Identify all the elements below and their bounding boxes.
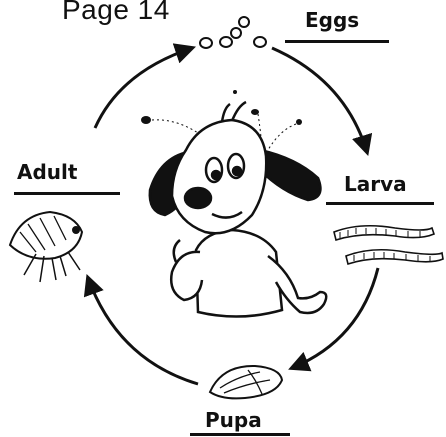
adult-flea-icon [10,212,82,282]
larva-icon [334,226,443,264]
pupa-icon [210,366,282,398]
dog-mascot-illustration [150,102,326,317]
arrow-eggs-to-larva [272,48,367,152]
arrow-adult-to-eggs [95,48,192,128]
arrow-larva-to-pupa [292,268,378,368]
eggs-icon [200,17,266,48]
